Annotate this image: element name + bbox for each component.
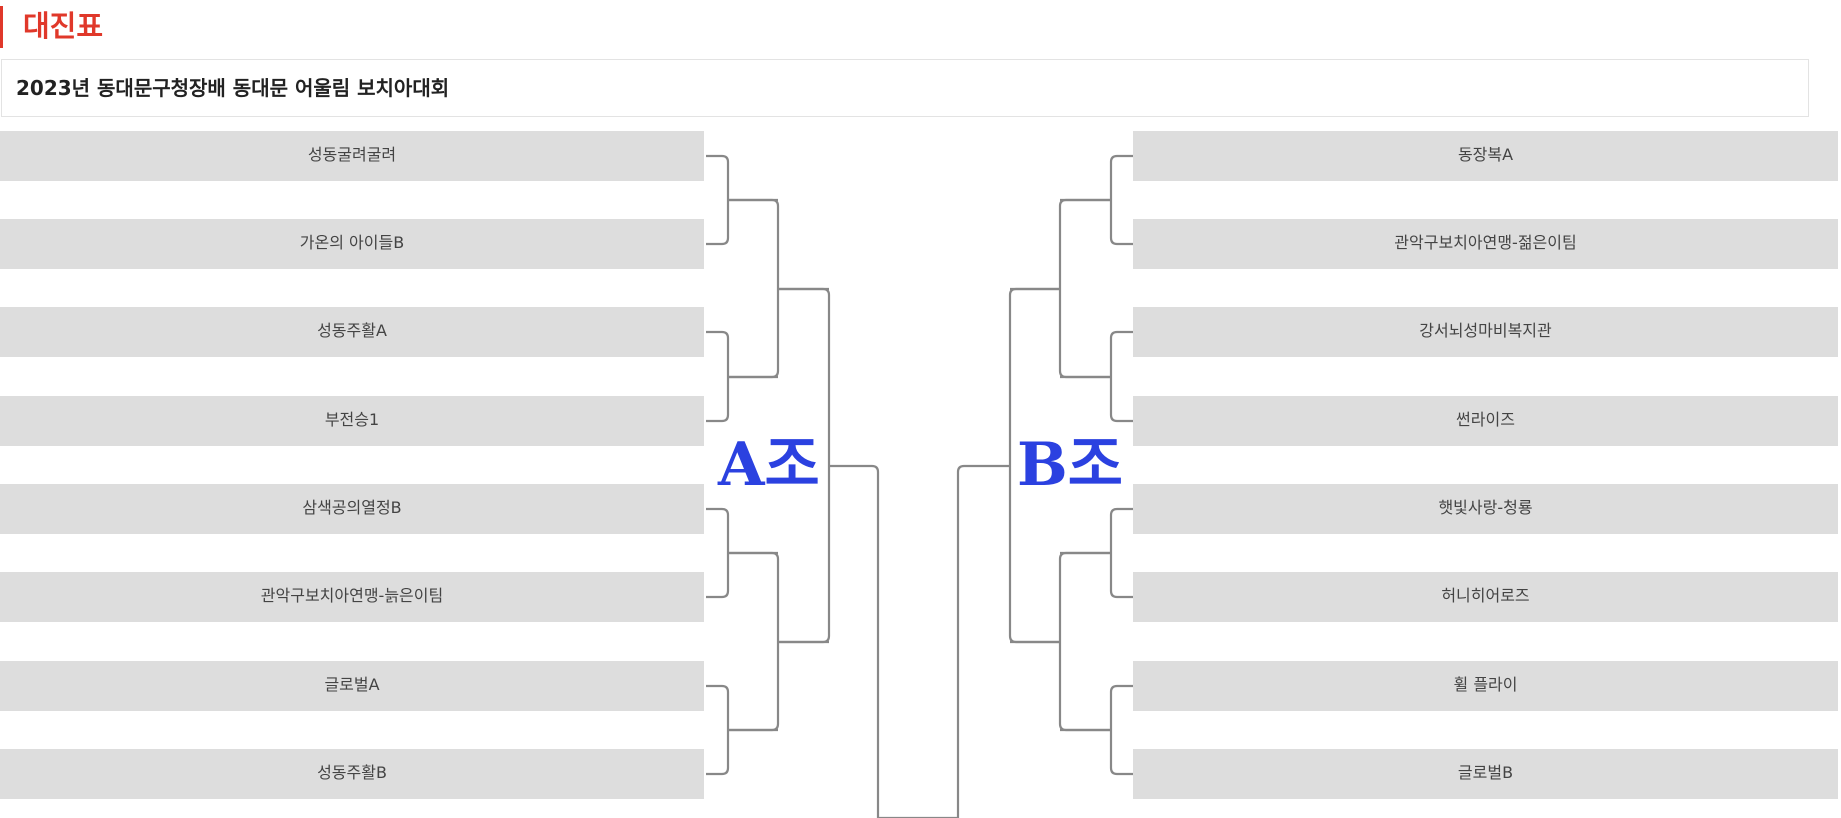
team-name: 관악구보치아연맹-젊은이팀 [1394, 233, 1577, 252]
right-connector-r2-1 [1010, 198, 1110, 379]
team-name: 글로벌A [324, 675, 380, 694]
team-name: 가온의 아이들B [299, 233, 405, 252]
right-connector-r3 [956, 287, 1060, 818]
team-name: 성동주활B [317, 763, 387, 782]
group-b-label: B조 [1017, 430, 1123, 500]
team-slot-left-6[interactable]: 관악구보치아연맹-늙은이팀 [0, 572, 704, 622]
team-name: 성동굴려굴려 [307, 145, 397, 164]
team-slot-right-4[interactable]: 썬라이즈 [1133, 396, 1838, 446]
team-slot-right-8[interactable]: 글로벌B [1133, 749, 1838, 799]
right-connector-r1-1 [1060, 154, 1133, 246]
team-slot-left-5[interactable]: 삼색공의열정B [0, 484, 704, 534]
team-slot-left-7[interactable]: 글로벌A [0, 661, 704, 711]
right-connector-r1-2 [1060, 330, 1133, 423]
team-name: 글로벌B [1457, 763, 1514, 782]
team-slot-left-2[interactable]: 가온의 아이들B [0, 219, 704, 269]
team-name: 강서뇌성마비복지관 [1419, 321, 1552, 340]
team-slot-right-5[interactable]: 햇빛사랑-청룡 [1133, 484, 1838, 534]
team-name: 부전승1 [324, 410, 380, 429]
team-name: 휠 플라이 [1453, 675, 1518, 694]
group-a-label: A조 [718, 430, 820, 500]
team-slot-left-1[interactable]: 성동굴려굴려 [0, 131, 704, 181]
team-name: 동장복A [1457, 145, 1514, 164]
team-slot-right-2[interactable]: 관악구보치아연맹-젊은이팀 [1133, 219, 1838, 269]
team-slot-right-1[interactable]: 동장복A [1133, 131, 1838, 181]
team-name: 허니히어로즈 [1441, 586, 1530, 605]
team-slot-left-8[interactable]: 성동주활B [0, 749, 704, 799]
team-name: 햇빛사랑-청룡 [1438, 498, 1533, 517]
team-name: 관악구보치아연맹-늙은이팀 [260, 586, 444, 605]
right-connector-r1-4 [1060, 684, 1133, 776]
right-connector-r1-3 [1060, 507, 1133, 599]
tournament-title: 2023년 동대문구청장배 동대문 어울림 보치아대회 [16, 76, 450, 100]
left-connector-r3 [778, 287, 880, 818]
team-slot-left-4[interactable]: 부전승1 [0, 396, 704, 446]
team-name: 썬라이즈 [1456, 410, 1515, 429]
team-slot-left-3[interactable]: 성동주활A [0, 307, 704, 357]
page-title: 대진표 [0, 6, 103, 48]
team-slot-right-6[interactable]: 허니히어로즈 [1133, 572, 1838, 622]
team-name: 성동주활A [317, 321, 387, 340]
tournament-title-box: 2023년 동대문구청장배 동대문 어울림 보치아대회 [1, 59, 1809, 117]
team-slot-right-7[interactable]: 휠 플라이 [1133, 661, 1838, 711]
right-connector-r2-2 [1010, 551, 1110, 732]
team-slot-right-3[interactable]: 강서뇌성마비복지관 [1133, 307, 1838, 357]
team-name: 삼색공의열정B [302, 498, 402, 517]
